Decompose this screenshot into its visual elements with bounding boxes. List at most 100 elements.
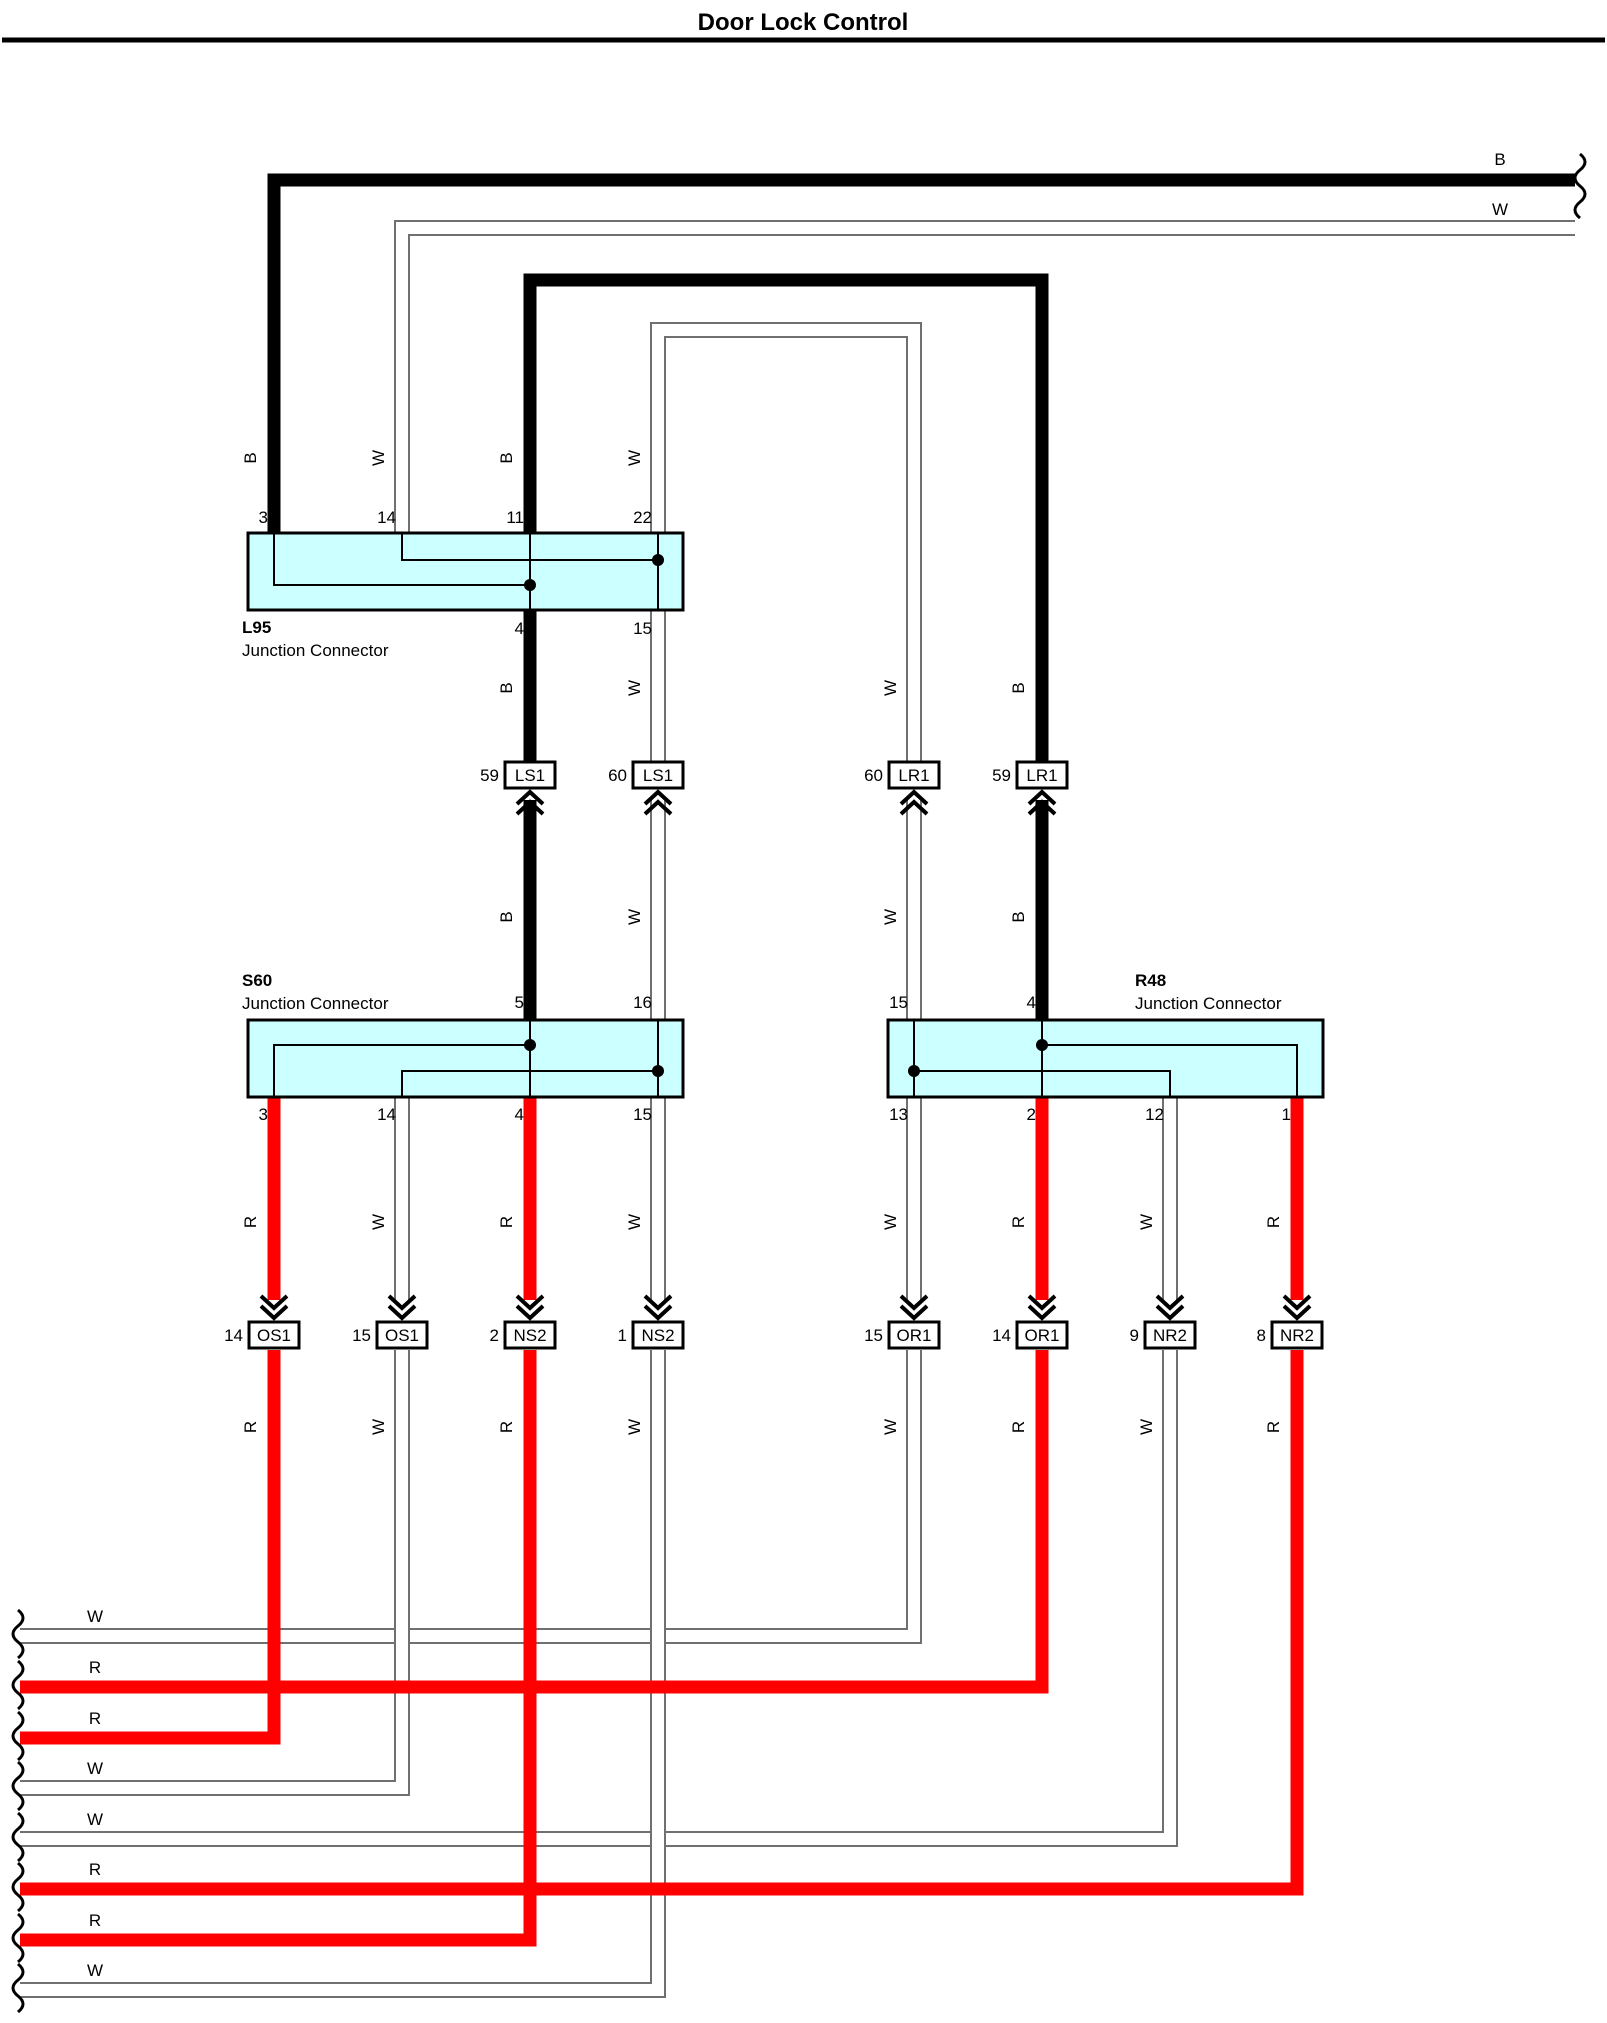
- wire-color-label: R: [497, 1421, 516, 1433]
- wire-color-label: W: [1137, 1419, 1156, 1435]
- connector-chevron: [259, 1304, 289, 1321]
- wire-color-label: R: [89, 1709, 101, 1728]
- connector-chevron: [515, 1294, 545, 1311]
- pin-number: 15: [889, 993, 908, 1012]
- pin-number: 11: [506, 508, 524, 527]
- pin-number: 14: [377, 508, 396, 527]
- wire-color-label: W: [1137, 1214, 1156, 1230]
- connector-chevron: [515, 799, 545, 816]
- inline-connector-code: OR1: [897, 1326, 932, 1345]
- pin-number: 3: [259, 1105, 268, 1124]
- wire-color-label: B: [497, 452, 516, 463]
- wire-color-label: W: [87, 1607, 103, 1626]
- wire-r-bottom-6: [20, 1350, 1304, 1896]
- pin-number: 1: [1282, 1105, 1291, 1124]
- pin-number: 4: [515, 1105, 524, 1124]
- wire-break-mark: [11, 1710, 25, 1762]
- inline-connector-pin: 9: [1130, 1326, 1139, 1345]
- inline-connector-box: [1143, 1320, 1197, 1350]
- wire-color-label: W: [625, 1214, 644, 1230]
- junction-l95-body: [246, 531, 685, 612]
- junction-l95-node-w: [652, 554, 664, 566]
- wire-color-label: R: [89, 1911, 101, 1930]
- pin-number: 4: [1027, 993, 1036, 1012]
- wire-w-bottom-5: [20, 1350, 1178, 1847]
- pin-number: 16: [633, 993, 652, 1012]
- connector-chevron: [899, 789, 929, 806]
- inline-connector-code: LS1: [643, 766, 673, 785]
- wire-w-bottom-4: [20, 1350, 410, 1796]
- inline-connector-pin: 59: [480, 766, 499, 785]
- connector-chevron: [259, 1294, 289, 1311]
- junction-s60-desc: Junction Connector: [242, 994, 389, 1013]
- junction-s60-body: [246, 1018, 685, 1099]
- junction-s60-bus-w: [401, 1070, 658, 1097]
- wire-color-label: R: [89, 1658, 101, 1677]
- junction-r48: R48 Junction Connector: [886, 971, 1325, 1099]
- connector-chevron: [899, 1294, 929, 1311]
- wire-b-top: [267, 173, 1575, 533]
- junction-r48-name: R48: [1135, 971, 1166, 990]
- inline-connector-code: NS2: [641, 1326, 674, 1345]
- wire-break-mark: [11, 1811, 25, 1863]
- connector-chevron: [1027, 1304, 1057, 1321]
- inline-connector-box: [1015, 760, 1069, 790]
- inline-connector-box: [247, 1320, 301, 1350]
- wire-break-mark: [11, 1608, 25, 1660]
- inline-connector-box: [631, 1320, 685, 1350]
- junction-l95-node-b: [524, 579, 536, 591]
- inline-connector-pin: 15: [864, 1326, 883, 1345]
- connector-chevron: [1155, 1294, 1185, 1311]
- junction-s60-node-w: [652, 1065, 664, 1077]
- wires: [20, 173, 1575, 1998]
- inline-connector-code: NR2: [1280, 1326, 1314, 1345]
- inline-connector-pin: 59: [992, 766, 1011, 785]
- wire-color-label: B: [241, 452, 260, 463]
- connector-chevron: [387, 1304, 417, 1321]
- wire-color-label: B: [1009, 682, 1028, 693]
- pin-number: 5: [515, 993, 524, 1012]
- wire-r-bottom-2: [20, 1350, 1049, 1694]
- wire-color-label: W: [625, 680, 644, 696]
- junction-r48-node-w: [908, 1065, 920, 1077]
- wire-w-loop-core: [652, 324, 920, 780]
- wire-color-label: W: [369, 1419, 388, 1435]
- junction-l95-bus-b: [273, 533, 530, 586]
- pin-number: 22: [633, 508, 652, 527]
- connector-chevron: [1155, 1304, 1185, 1321]
- inline-connector-box: [887, 760, 941, 790]
- wire-break-mark: [11, 1659, 25, 1711]
- inline-connector-box: [375, 1320, 429, 1350]
- connector-chevron: [643, 1294, 673, 1311]
- pin-number: 3: [259, 508, 268, 527]
- inline-connector-box: [631, 760, 685, 790]
- wire-break-mark: [11, 1962, 25, 2014]
- wire-color-label: W: [87, 1759, 103, 1778]
- wire-color-label: W: [369, 1214, 388, 1230]
- connector-chevron: [643, 789, 673, 806]
- junction-l95-name: L95: [242, 618, 271, 637]
- inline-connector-pin: 15: [352, 1326, 371, 1345]
- wire-color-label: W: [625, 450, 644, 466]
- wire-color-label: B: [497, 911, 516, 922]
- wire-w-bottom-8-core: [20, 1350, 664, 1996]
- connector-chevron: [515, 789, 545, 806]
- inline-connector-box: [503, 760, 557, 790]
- wire-color-label: R: [241, 1421, 260, 1433]
- inline-connector-pin: 14: [224, 1326, 243, 1345]
- wire-color-label: R: [241, 1216, 260, 1228]
- junction-s60: S60 Junction Connector: [242, 971, 685, 1099]
- junction-r48-node-r: [1036, 1039, 1048, 1051]
- connector-chevron: [899, 1304, 929, 1321]
- inline-connector-pin: 60: [864, 766, 883, 785]
- pin-number: 2: [1027, 1105, 1036, 1124]
- wire-color-label: B: [497, 682, 516, 693]
- inline-connector-pin: 60: [608, 766, 627, 785]
- junction-r48-bus-w: [914, 1070, 1171, 1097]
- junction-r48-body: [886, 1018, 1325, 1099]
- wire-w-bottom-5-core: [20, 1350, 1176, 1845]
- pin-number: 12: [1145, 1105, 1164, 1124]
